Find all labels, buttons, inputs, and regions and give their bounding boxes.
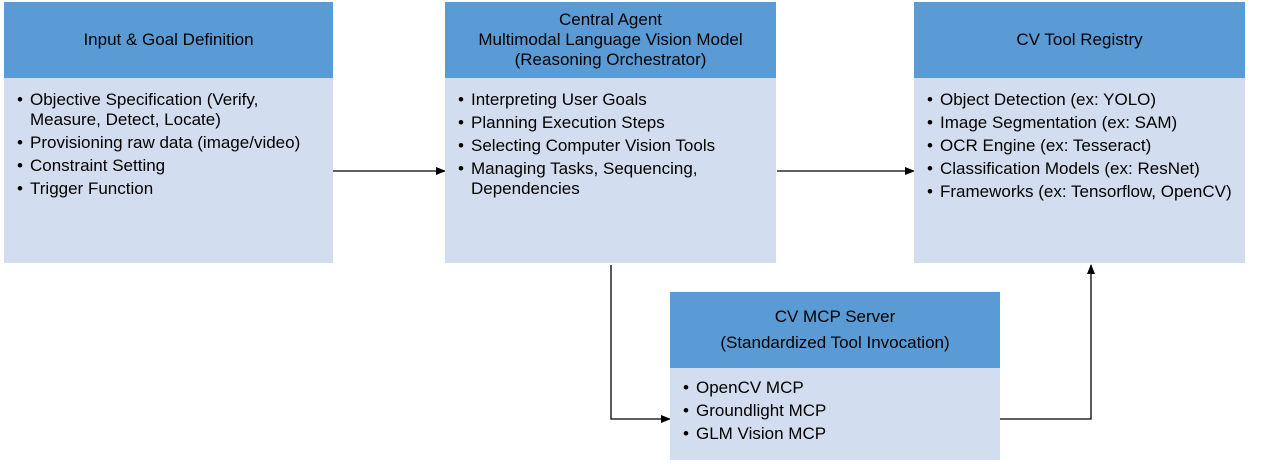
cv-mcp-server-list: OpenCV MCP Groundlight MCP GLM Vision MC…: [680, 378, 992, 444]
cv-mcp-server-box: CV MCP Server (Standardized Tool Invocat…: [670, 292, 1000, 460]
list-item: Image Segmentation (ex: SAM): [924, 113, 1237, 133]
central-agent-list: Interpreting User Goals Planning Executi…: [455, 90, 768, 199]
arrow-mcp-registry-bidirectional: [991, 264, 1095, 423]
input-goal-list: Objective Specification (Verify, Measure…: [14, 90, 325, 199]
list-item: GLM Vision MCP: [680, 424, 992, 444]
list-item: Constraint Setting: [14, 156, 325, 176]
cv-tool-registry-box: CV Tool Registry Object Detection (ex: Y…: [914, 2, 1245, 263]
cv-mcp-server-header: CV MCP Server (Standardized Tool Invocat…: [670, 292, 1000, 368]
list-item: Interpreting User Goals: [455, 90, 768, 110]
list-item: Groundlight MCP: [680, 401, 992, 421]
input-goal-body: Objective Specification (Verify, Measure…: [4, 78, 333, 263]
arrow-agent-to-mcp: [610, 265, 671, 423]
cv-tool-registry-header: CV Tool Registry: [914, 2, 1245, 78]
list-item: Selecting Computer Vision Tools: [455, 136, 768, 156]
central-agent-subtitle: Multimodal Language Vision Model: [478, 30, 743, 49]
list-item: Classification Models (ex: ResNet): [924, 159, 1237, 179]
list-item: Trigger Function: [14, 179, 325, 199]
list-item: Managing Tasks, Sequencing, Dependencies: [455, 159, 768, 199]
central-agent-title: Central Agent: [558, 10, 662, 29]
cv-mcp-server-body: OpenCV MCP Groundlight MCP GLM Vision MC…: [670, 368, 1000, 460]
cv-tool-registry-body: Object Detection (ex: YOLO) Image Segmen…: [914, 78, 1245, 263]
central-agent-body: Interpreting User Goals Planning Executi…: [445, 78, 776, 263]
central-agent-header: Central Agent Multimodal Language Vision…: [445, 2, 776, 78]
cv-tool-registry-title: CV Tool Registry: [1016, 30, 1143, 49]
list-item: Planning Execution Steps: [455, 113, 768, 133]
list-item: Provisioning raw data (image/video): [14, 133, 325, 153]
list-item: Frameworks (ex: Tensorflow, OpenCV): [924, 182, 1237, 202]
input-goal-box: Input & Goal Definition Objective Specif…: [4, 2, 333, 263]
cv-mcp-server-subtitle: (Standardized Tool Invocation): [720, 333, 950, 352]
input-goal-title: Input & Goal Definition: [83, 30, 254, 49]
list-item: Object Detection (ex: YOLO): [924, 90, 1237, 110]
cv-tool-registry-list: Object Detection (ex: YOLO) Image Segmen…: [924, 90, 1237, 202]
input-goal-header: Input & Goal Definition: [4, 2, 333, 78]
central-agent-box: Central Agent Multimodal Language Vision…: [445, 2, 776, 263]
list-item: OpenCV MCP: [680, 378, 992, 398]
list-item: Objective Specification (Verify, Measure…: [14, 90, 325, 130]
cv-mcp-server-title: CV MCP Server: [774, 307, 896, 326]
central-agent-role: (Reasoning Orchestrator): [514, 50, 707, 69]
list-item: OCR Engine (ex: Tesseract): [924, 136, 1237, 156]
